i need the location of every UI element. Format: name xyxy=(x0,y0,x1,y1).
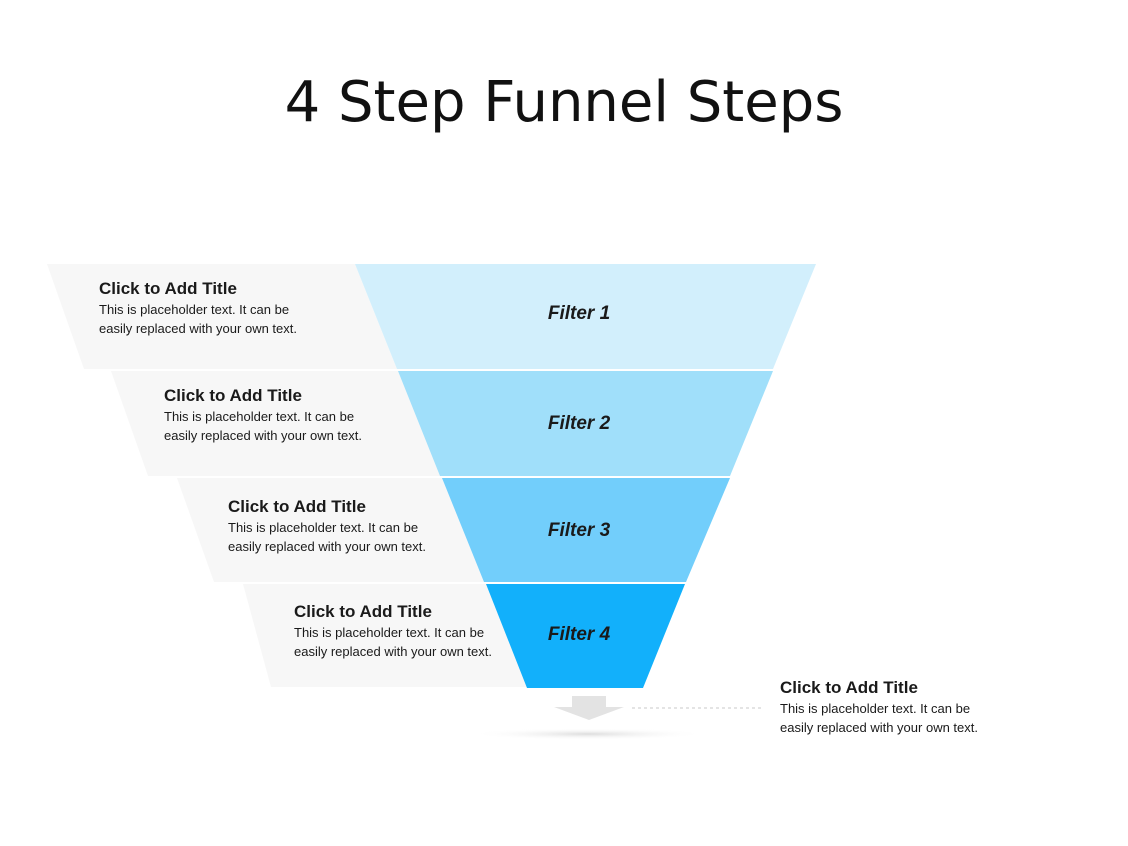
side-panel-3 xyxy=(177,478,484,582)
funnel-segment-1[interactable] xyxy=(355,264,816,369)
step-text-block-2: Click to Add Title This is placeholder t… xyxy=(164,386,384,445)
funnel-segment-3[interactable] xyxy=(442,478,730,582)
step-text-block-3: Click to Add Title This is placeholder t… xyxy=(228,497,448,556)
arrow-shadow xyxy=(470,728,706,740)
down-arrow-icon xyxy=(554,696,624,720)
filter-label-1: Filter 1 xyxy=(547,303,611,324)
step-description-4[interactable]: This is placeholder text. It can be easi… xyxy=(294,625,492,659)
step-title-2[interactable]: Click to Add Title xyxy=(164,386,302,405)
slide-title: 4 Step Funnel Steps xyxy=(284,70,844,135)
output-text-block: Click to Add Title This is placeholder t… xyxy=(780,678,1000,737)
step-description-3[interactable]: This is placeholder text. It can be easi… xyxy=(228,520,426,554)
step-title-4[interactable]: Click to Add Title xyxy=(294,602,432,621)
funnel-segment-4[interactable] xyxy=(486,584,685,688)
step-description-2[interactable]: This is placeholder text. It can be easi… xyxy=(164,409,362,443)
step-title-1[interactable]: Click to Add Title xyxy=(99,279,237,298)
filter-label-4: Filter 4 xyxy=(547,624,611,645)
filter-label-3: Filter 3 xyxy=(547,520,611,541)
side-panel-2 xyxy=(111,371,440,476)
side-panel-4 xyxy=(243,584,527,687)
step-text-block-4: Click to Add Title This is placeholder t… xyxy=(294,602,514,661)
funnel-segment-2[interactable] xyxy=(398,371,773,476)
side-panel-1 xyxy=(47,264,397,369)
step-text-block-1: Click to Add Title This is placeholder t… xyxy=(99,279,319,338)
output-description[interactable]: This is placeholder text. It can be easi… xyxy=(780,701,978,735)
step-description-1[interactable]: This is placeholder text. It can be easi… xyxy=(99,302,297,336)
output-title[interactable]: Click to Add Title xyxy=(780,678,918,697)
filter-label-2: Filter 2 xyxy=(547,413,611,434)
step-title-3[interactable]: Click to Add Title xyxy=(228,497,366,516)
